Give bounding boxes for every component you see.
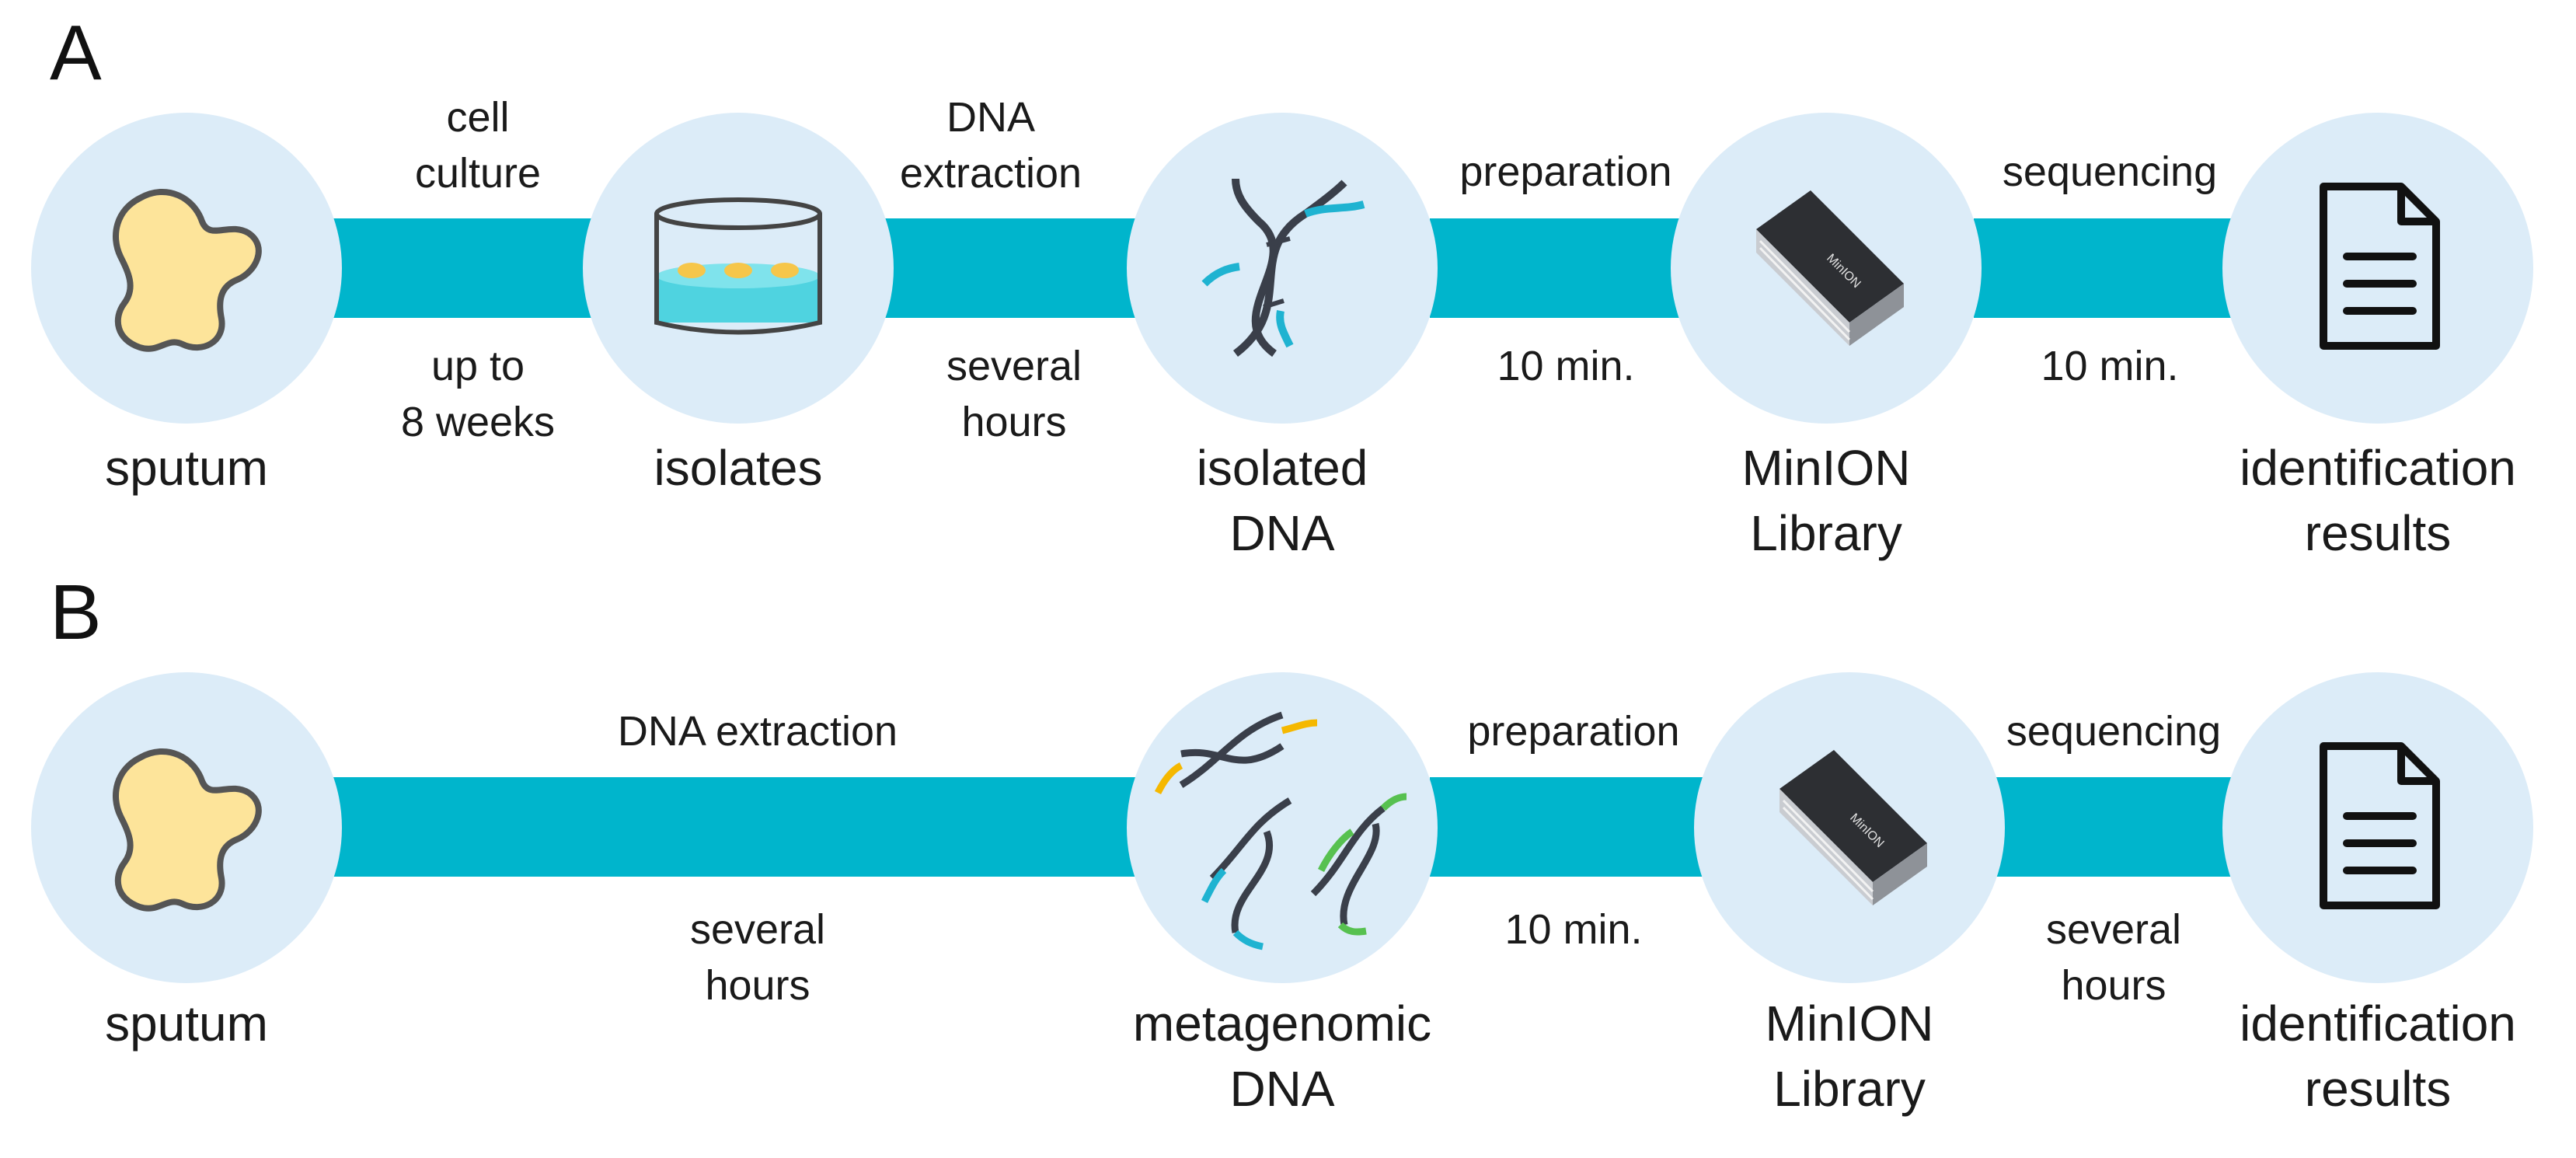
- connector-bar: [1989, 777, 2246, 877]
- step-process-label: sequencing: [2006, 708, 2222, 755]
- node-label-isolates: isolates: [654, 440, 823, 496]
- step-time-label: several hours: [946, 343, 1082, 445]
- document-icon: [2308, 738, 2448, 917]
- panel-letter: B: [50, 569, 102, 656]
- connector-bar: [326, 777, 1150, 877]
- petri-dish-icon: [645, 183, 831, 354]
- node-sputum: [31, 672, 342, 983]
- document-icon: [2308, 179, 2448, 358]
- minion-device-icon: MinION: [1748, 727, 1950, 929]
- step-process-label: DNA extraction: [899, 94, 1082, 197]
- node-metagenomic-dna: [1127, 672, 1438, 983]
- metagenomic-dna-icon: [1150, 699, 1414, 956]
- node-identification-results: [2222, 113, 2533, 424]
- step-process-label: DNA extraction: [617, 708, 898, 755]
- step-process-label: preparation: [1459, 148, 1672, 195]
- step-process-label: sequencing: [2002, 148, 2218, 195]
- step-time-label: several hours: [2045, 906, 2182, 1009]
- step-process-label: cell culture: [414, 94, 542, 197]
- step-time-label: up to 8 weeks: [400, 343, 556, 445]
- dna-helix-icon: [1189, 167, 1375, 369]
- panel-letter: A: [50, 9, 102, 96]
- step-time-label: several hours: [689, 906, 826, 1009]
- node-minion-library: MinION: [1694, 672, 2005, 983]
- step-time-label: 10 min.: [1497, 343, 1635, 389]
- node-label-metagenomic-dna: metagenomic DNA: [1132, 996, 1432, 1117]
- minion-device-icon: MinION: [1725, 167, 1927, 369]
- node-isolated-dna: [1127, 113, 1438, 424]
- node-label-identification-results: identification results: [2240, 440, 2516, 561]
- connector-bar: [1974, 218, 2246, 318]
- connector-bar: [1430, 218, 1702, 318]
- node-isolates: [583, 113, 894, 424]
- node-label-minion-library: MinION Library: [1765, 996, 1934, 1117]
- node-minion-library: MinION: [1671, 113, 1982, 424]
- node-label-minion-library: MinION Library: [1741, 440, 1911, 561]
- node-label-isolated-dna: isolated DNA: [1196, 440, 1368, 561]
- connector-bar: [878, 218, 1150, 318]
- sputum-blob-icon: [93, 175, 280, 361]
- step-time-label: 10 min.: [2041, 343, 2179, 389]
- step-time-label: 10 min.: [1504, 906, 1643, 953]
- step-process-label: preparation: [1467, 708, 1680, 755]
- panel-b: B sputum: [0, 560, 2576, 1139]
- node-identification-results: [2222, 672, 2533, 983]
- node-label-identification-results: identification results: [2240, 996, 2516, 1117]
- panel-a: A sputum isolates: [31, 9, 2533, 561]
- sputum-blob-icon: [93, 734, 280, 921]
- connector-bar: [326, 218, 598, 318]
- node-sputum: [31, 113, 342, 424]
- node-label-sputum: sputum: [105, 440, 268, 496]
- node-label-sputum: sputum: [105, 996, 268, 1052]
- connector-bar: [1430, 777, 1725, 877]
